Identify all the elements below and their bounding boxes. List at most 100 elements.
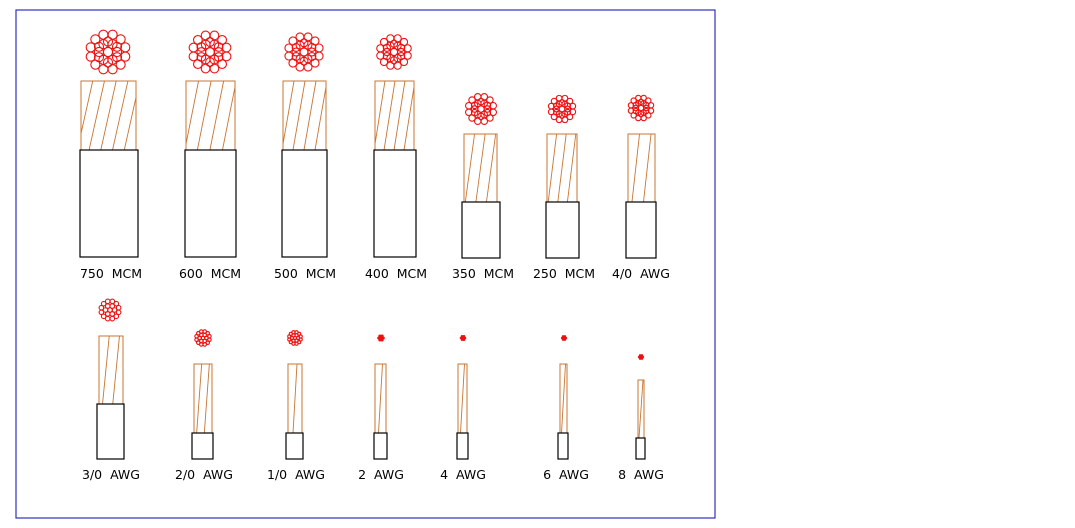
copper-hatching bbox=[282, 80, 327, 151]
strand bbox=[200, 63, 211, 74]
strand bbox=[213, 47, 224, 57]
copper-conductor bbox=[463, 133, 498, 203]
strand bbox=[102, 307, 109, 313]
strand bbox=[196, 52, 207, 62]
strand bbox=[632, 101, 639, 109]
strand bbox=[109, 298, 116, 305]
copper-hatching bbox=[378, 363, 383, 434]
strand bbox=[284, 43, 294, 53]
copper-conductor bbox=[282, 80, 327, 151]
strand bbox=[477, 97, 485, 106]
insulation-jacket bbox=[281, 149, 328, 258]
size-label: 600 MCM bbox=[179, 266, 241, 281]
strand bbox=[295, 62, 305, 72]
strand bbox=[93, 46, 105, 58]
strand bbox=[307, 47, 317, 57]
insulation-jacket bbox=[184, 149, 237, 258]
insulation-jacket bbox=[635, 437, 646, 460]
strand bbox=[98, 304, 105, 311]
conductor-250-mcm: 250 MCM bbox=[533, 94, 595, 281]
conductor-2-awg: 2 AWG bbox=[358, 334, 404, 482]
copper-conductor bbox=[457, 363, 468, 434]
copper-conductor bbox=[627, 133, 656, 203]
drawing-frame bbox=[15, 9, 716, 519]
strand-bundle-icon bbox=[287, 330, 303, 346]
strand bbox=[643, 104, 650, 112]
copper-hatching bbox=[547, 133, 577, 203]
insulation-jacket bbox=[456, 432, 469, 460]
copper-conductor bbox=[637, 379, 645, 439]
strand bbox=[470, 101, 479, 110]
strand bbox=[643, 101, 650, 109]
size-label: 4/0 AWG bbox=[612, 266, 670, 281]
strand bbox=[470, 105, 479, 113]
size-label: 400 MCM bbox=[365, 266, 427, 281]
copper-conductor bbox=[80, 80, 137, 151]
conductor-6-awg: 6 AWG bbox=[543, 335, 589, 482]
copper-hatching bbox=[292, 363, 298, 434]
strand bbox=[107, 64, 118, 75]
strand-bundle-icon bbox=[284, 32, 324, 72]
strand bbox=[85, 42, 96, 53]
strand bbox=[98, 29, 109, 40]
strand bbox=[483, 101, 492, 110]
strand-bundle-icon bbox=[194, 329, 212, 347]
conductor-2-0-awg: 2/0 AWG bbox=[175, 329, 233, 482]
strand bbox=[552, 105, 560, 113]
strand-bundle-icon bbox=[465, 93, 497, 125]
strand-bundle-icon bbox=[637, 354, 645, 360]
strand bbox=[563, 335, 567, 338]
strand bbox=[93, 52, 105, 63]
strand bbox=[299, 56, 309, 66]
strand bbox=[303, 32, 313, 42]
strand bbox=[564, 108, 572, 116]
copper-outline bbox=[627, 133, 656, 203]
strand bbox=[104, 315, 111, 322]
conductor-8-awg: 8 AWG bbox=[618, 354, 664, 482]
copper-hatching bbox=[460, 363, 465, 434]
size-label: 500 MCM bbox=[274, 266, 336, 281]
insulation-jacket bbox=[625, 201, 657, 259]
strand bbox=[632, 107, 639, 115]
strand bbox=[205, 37, 215, 47]
strand bbox=[113, 313, 120, 320]
strand bbox=[462, 335, 466, 338]
strand-bundle-icon bbox=[377, 334, 385, 342]
strand-bundle-icon bbox=[376, 34, 412, 70]
strand bbox=[632, 104, 639, 112]
strand-bundle-icon bbox=[560, 335, 568, 341]
size-label: 4 AWG bbox=[440, 467, 486, 482]
copper-conductor bbox=[98, 335, 124, 405]
strand bbox=[382, 51, 391, 61]
strand bbox=[93, 41, 105, 52]
strand bbox=[637, 110, 645, 118]
strand bbox=[111, 307, 118, 313]
insulation-jacket bbox=[557, 432, 569, 460]
strand bbox=[376, 44, 385, 53]
strand bbox=[382, 47, 391, 57]
strand bbox=[188, 51, 199, 62]
strand bbox=[483, 105, 492, 113]
insulation-jacket bbox=[96, 403, 125, 460]
strand bbox=[643, 107, 650, 115]
strand-bundle-icon bbox=[98, 298, 122, 322]
copper-hatching bbox=[102, 335, 120, 405]
strand bbox=[107, 29, 118, 40]
strand bbox=[382, 43, 391, 53]
size-label: 750 MCM bbox=[80, 266, 142, 281]
copper-conductor bbox=[559, 363, 568, 434]
strand bbox=[111, 46, 123, 58]
copper-hatching bbox=[80, 80, 137, 151]
insulation-jacket bbox=[545, 201, 580, 259]
strand bbox=[199, 329, 204, 334]
insulation-jacket bbox=[285, 432, 304, 460]
size-label: 350 MCM bbox=[452, 266, 514, 281]
copper-conductor bbox=[287, 363, 303, 434]
copper-outline bbox=[185, 80, 236, 151]
strand bbox=[209, 30, 220, 41]
size-label: 250 MCM bbox=[533, 266, 595, 281]
strand bbox=[291, 52, 301, 62]
strand-bundle-icon bbox=[188, 30, 232, 74]
strand bbox=[207, 334, 212, 339]
strand bbox=[552, 102, 560, 110]
